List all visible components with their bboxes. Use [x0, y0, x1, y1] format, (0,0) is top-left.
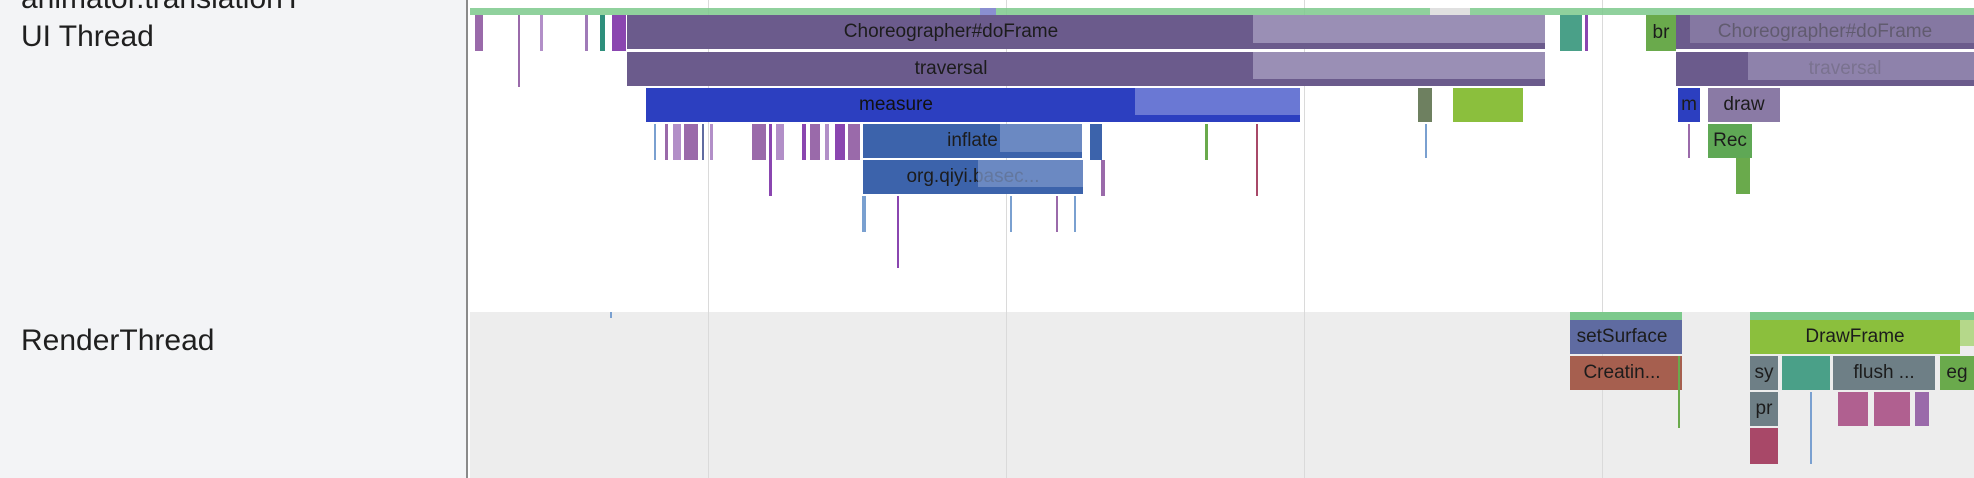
small-slice [1585, 15, 1588, 51]
small-slice [665, 124, 668, 160]
slice-creating[interactable]: Creatin... [1570, 356, 1682, 390]
track-label-render-thread[interactable]: RenderThread [21, 324, 215, 357]
slice-inflate-tail [1000, 124, 1082, 152]
slice-m[interactable]: m [1678, 88, 1700, 122]
small-slice [752, 124, 766, 160]
small-slice [610, 312, 612, 318]
gridline [1304, 0, 1305, 478]
slice-draw[interactable]: draw [1708, 88, 1780, 122]
small-slice [810, 124, 820, 160]
track-label-ui-thread[interactable]: UI Thread [21, 20, 154, 53]
small-slice [1256, 124, 1258, 196]
gridline [1602, 0, 1603, 478]
small-slice [1205, 124, 1208, 160]
slice-set-surface[interactable]: setSurface [1570, 320, 1682, 354]
small-slice [769, 124, 772, 196]
small-slice [897, 196, 899, 268]
small-slice-group [1736, 158, 1750, 194]
small-slice-group [1782, 356, 1830, 390]
small-slice [1425, 124, 1427, 158]
small-slice [684, 124, 698, 160]
animator-activity-band [470, 8, 1974, 15]
small-slice [518, 15, 520, 87]
animator-activity-gap [1430, 8, 1470, 15]
small-slice [1688, 124, 1690, 158]
small-slice [776, 124, 784, 160]
small-slice [702, 124, 704, 160]
slice-br[interactable]: br [1646, 15, 1676, 51]
slice-draw-frame[interactable]: DrawFrame [1750, 320, 1960, 354]
track-label-panel: animator.translationY UI Thread RenderTh… [0, 0, 468, 478]
small-slice [848, 124, 860, 160]
small-slice [1810, 392, 1812, 464]
render-activity-band [1750, 312, 1974, 320]
small-slice-group [1453, 88, 1523, 122]
track-label-animator: animator.translationY [21, 0, 303, 16]
small-slice [1010, 196, 1012, 232]
small-slice [802, 124, 806, 160]
small-slice [600, 15, 605, 51]
slice-choreographer-tail-1 [1253, 15, 1545, 43]
slice-org-qiyi-tail [978, 160, 1083, 187]
slice-traversal-tail-2 [1748, 52, 1974, 80]
animator-activity-tick [980, 8, 996, 15]
small-slice [1090, 124, 1102, 160]
small-slice [862, 196, 866, 232]
small-slice [654, 124, 656, 160]
slice-choreographer-tail-2 [1690, 15, 1974, 43]
trace-timeline[interactable]: Choreographer#doFrame traversal measure … [470, 0, 1974, 478]
slice-traversal-tail-1 [1253, 52, 1545, 79]
slice-pr[interactable]: pr [1750, 392, 1778, 426]
slice-draw-frame-tail [1960, 320, 1974, 346]
small-slice-group [1750, 428, 1778, 464]
small-slice [1678, 356, 1680, 428]
small-slice-group [1838, 392, 1868, 426]
small-slice [825, 124, 829, 160]
slice-sy[interactable]: sy [1750, 356, 1778, 390]
small-slice [710, 124, 713, 160]
slice-flush[interactable]: flush ... [1833, 356, 1935, 390]
small-slice [1101, 160, 1105, 196]
small-slice [540, 15, 543, 51]
small-slice [1056, 196, 1058, 232]
small-slice [475, 15, 483, 51]
small-slice [1418, 88, 1432, 122]
render-thread-track [470, 312, 1974, 478]
small-slice [1074, 196, 1076, 232]
small-slice [1560, 15, 1582, 51]
gridline [708, 0, 709, 478]
small-slice-group [1915, 392, 1929, 426]
gridline [1006, 0, 1007, 478]
slice-eg[interactable]: eg [1940, 356, 1974, 390]
small-slice-group [1874, 392, 1910, 426]
small-slice [612, 15, 626, 51]
small-slice [673, 124, 681, 160]
render-activity-band [1570, 312, 1682, 320]
small-slice [585, 15, 588, 51]
slice-measure-tail [1135, 88, 1300, 115]
small-slice [835, 124, 845, 160]
slice-rec[interactable]: Rec [1708, 124, 1752, 158]
